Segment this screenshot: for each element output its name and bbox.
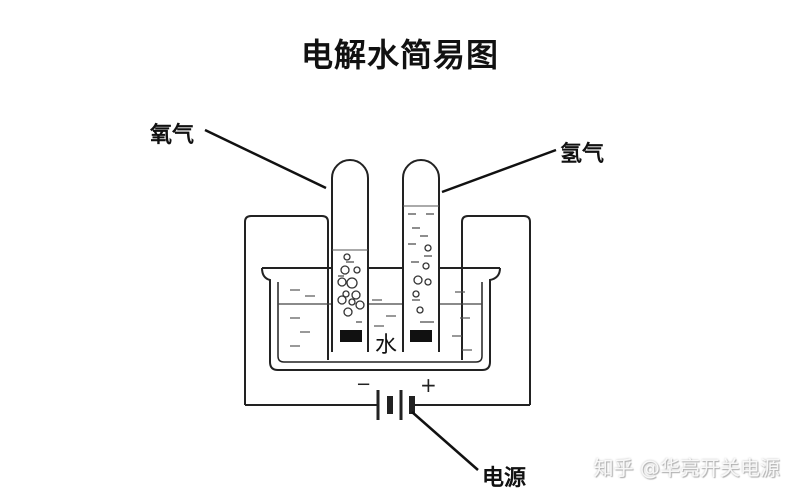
power-source-label: 电源 (482, 466, 527, 491)
water-label: 水 (375, 333, 397, 358)
anode-electrode (340, 330, 362, 342)
cathode-electrode (410, 330, 432, 342)
hydrogen-test-tube (402, 159, 440, 352)
water-hatching (290, 289, 472, 351)
oxygen-label: 氧气 (150, 123, 195, 148)
battery-positive-sign: + (420, 373, 437, 397)
oxygen-test-tube (331, 159, 369, 352)
hydrogen-label: 氢气 (560, 142, 605, 167)
battery (376, 390, 415, 420)
beaker (261, 267, 501, 371)
diagram-title: 电解水简易图 (300, 36, 499, 74)
battery-negative-sign: − (356, 374, 371, 395)
watermark-text: 知乎 @华亮开关电源 (593, 456, 780, 480)
wire-circuit (244, 215, 531, 406)
pointer-lines (204, 128, 557, 471)
